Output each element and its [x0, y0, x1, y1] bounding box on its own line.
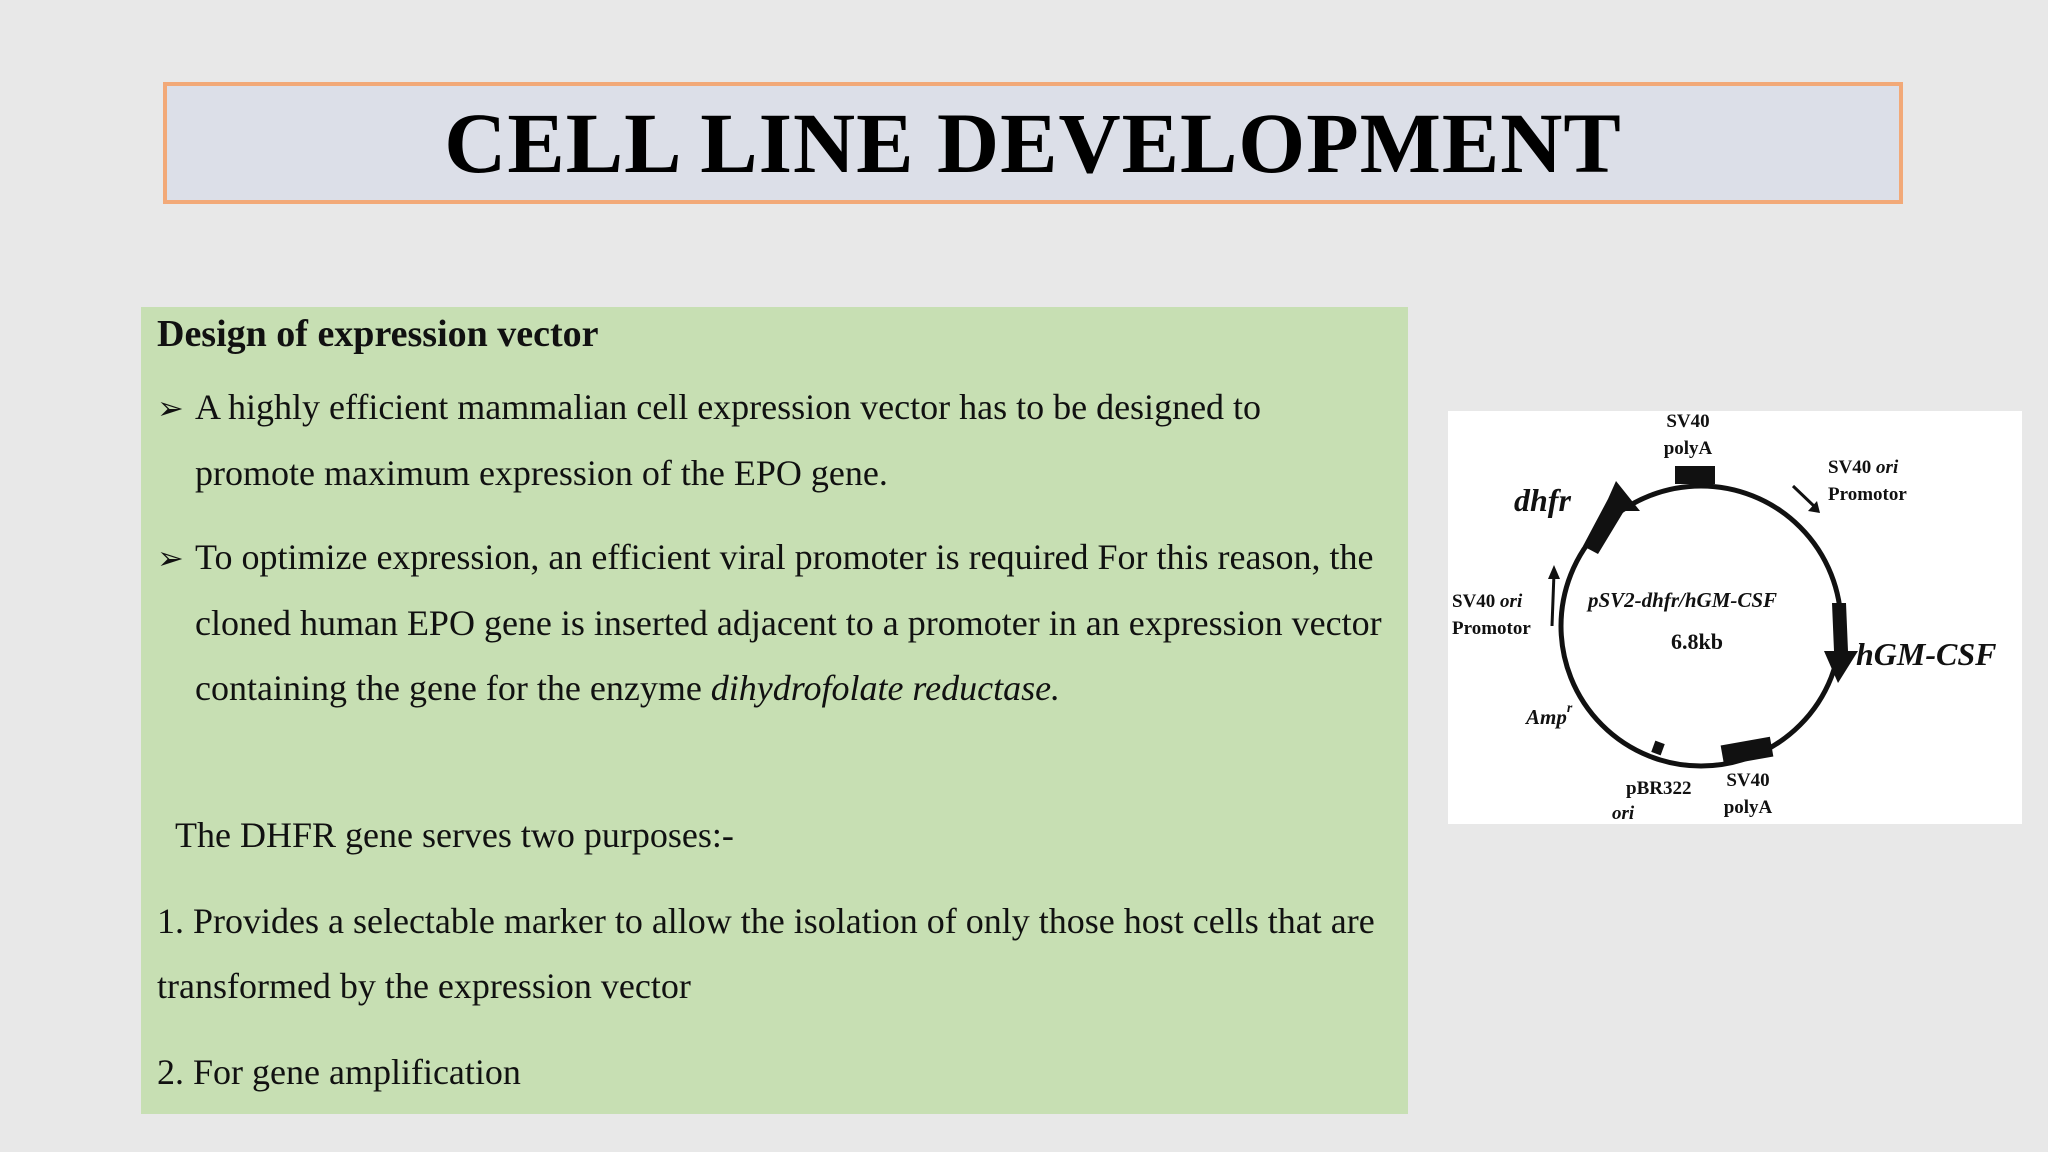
bullet-1: ➢ A highly efficient mammalian cell expre… [157, 375, 1382, 506]
label-sv40-polya-top-1: SV40 [1666, 411, 1709, 432]
label-promotor-right: Promotor [1828, 484, 1907, 505]
arrow-bullet-icon: ➢ [157, 390, 184, 426]
purpose-2: 2. For gene amplification [157, 1052, 521, 1092]
plasmid-map-figure: SV40 polyA SV40 ori Promotor dhfr SV40 o… [1448, 411, 2022, 824]
label-sv40-ori-right: SV40 ori [1828, 457, 1899, 478]
bullet-2-text: To optimize expression, an efficient vir… [195, 537, 1382, 708]
purpose-1: 1. Provides a selectable marker to allow… [157, 901, 1375, 1006]
bullet-1-text: A highly efficient mammalian cell expres… [195, 387, 1262, 493]
pbr322-ori-block [1651, 740, 1665, 756]
title-banner: CELL LINE DEVELOPMENT [163, 82, 1903, 204]
bullet-2: ➢ To optimize expression, an efficient vi… [157, 525, 1382, 721]
label-sv40-polya-top-2: polyA [1664, 438, 1713, 459]
label-hgmcsf: hGM-CSF [1856, 636, 1997, 672]
sv40-polya-bottom-block [1720, 736, 1774, 766]
label-sv40-polya-bottom-1: SV40 [1726, 770, 1769, 791]
bullet-2-italic: dihydrofolate reductase. [710, 668, 1061, 708]
arrow-bullet-icon: ➢ [157, 540, 184, 576]
section-heading: Design of expression vector [157, 313, 599, 355]
label-pbr322-1: pBR322 [1626, 778, 1691, 799]
content-panel: Design of expression vector ➢ A highly ef… [141, 307, 1408, 1114]
hgmcsf-arrow-icon [1824, 603, 1858, 683]
label-amp: Ampr [1524, 701, 1573, 729]
label-sv40-ori-left: SV40 ori [1452, 591, 1523, 612]
label-promotor-left: Promotor [1452, 618, 1531, 639]
promoter-left-arrow-icon [1550, 572, 1556, 627]
label-sv40-polya-bottom-2: polyA [1724, 797, 1773, 818]
label-dhfr: dhfr [1514, 482, 1571, 518]
slide-title: CELL LINE DEVELOPMENT [444, 95, 1622, 191]
plasmid-map: SV40 polyA SV40 ori Promotor dhfr SV40 o… [1452, 411, 1997, 824]
promoter-right-arrow-icon [1791, 484, 1818, 510]
plasmid-name: pSV2-dhfr/hGM-CSF [1586, 588, 1777, 612]
dhfr-arrow-icon [1583, 481, 1640, 554]
label-pbr322-2: ori [1612, 803, 1635, 824]
sv40-polya-top-block [1675, 466, 1715, 484]
purposes-intro: The DHFR gene serves two purposes:- [175, 815, 734, 855]
plasmid-size: 6.8kb [1671, 629, 1723, 654]
